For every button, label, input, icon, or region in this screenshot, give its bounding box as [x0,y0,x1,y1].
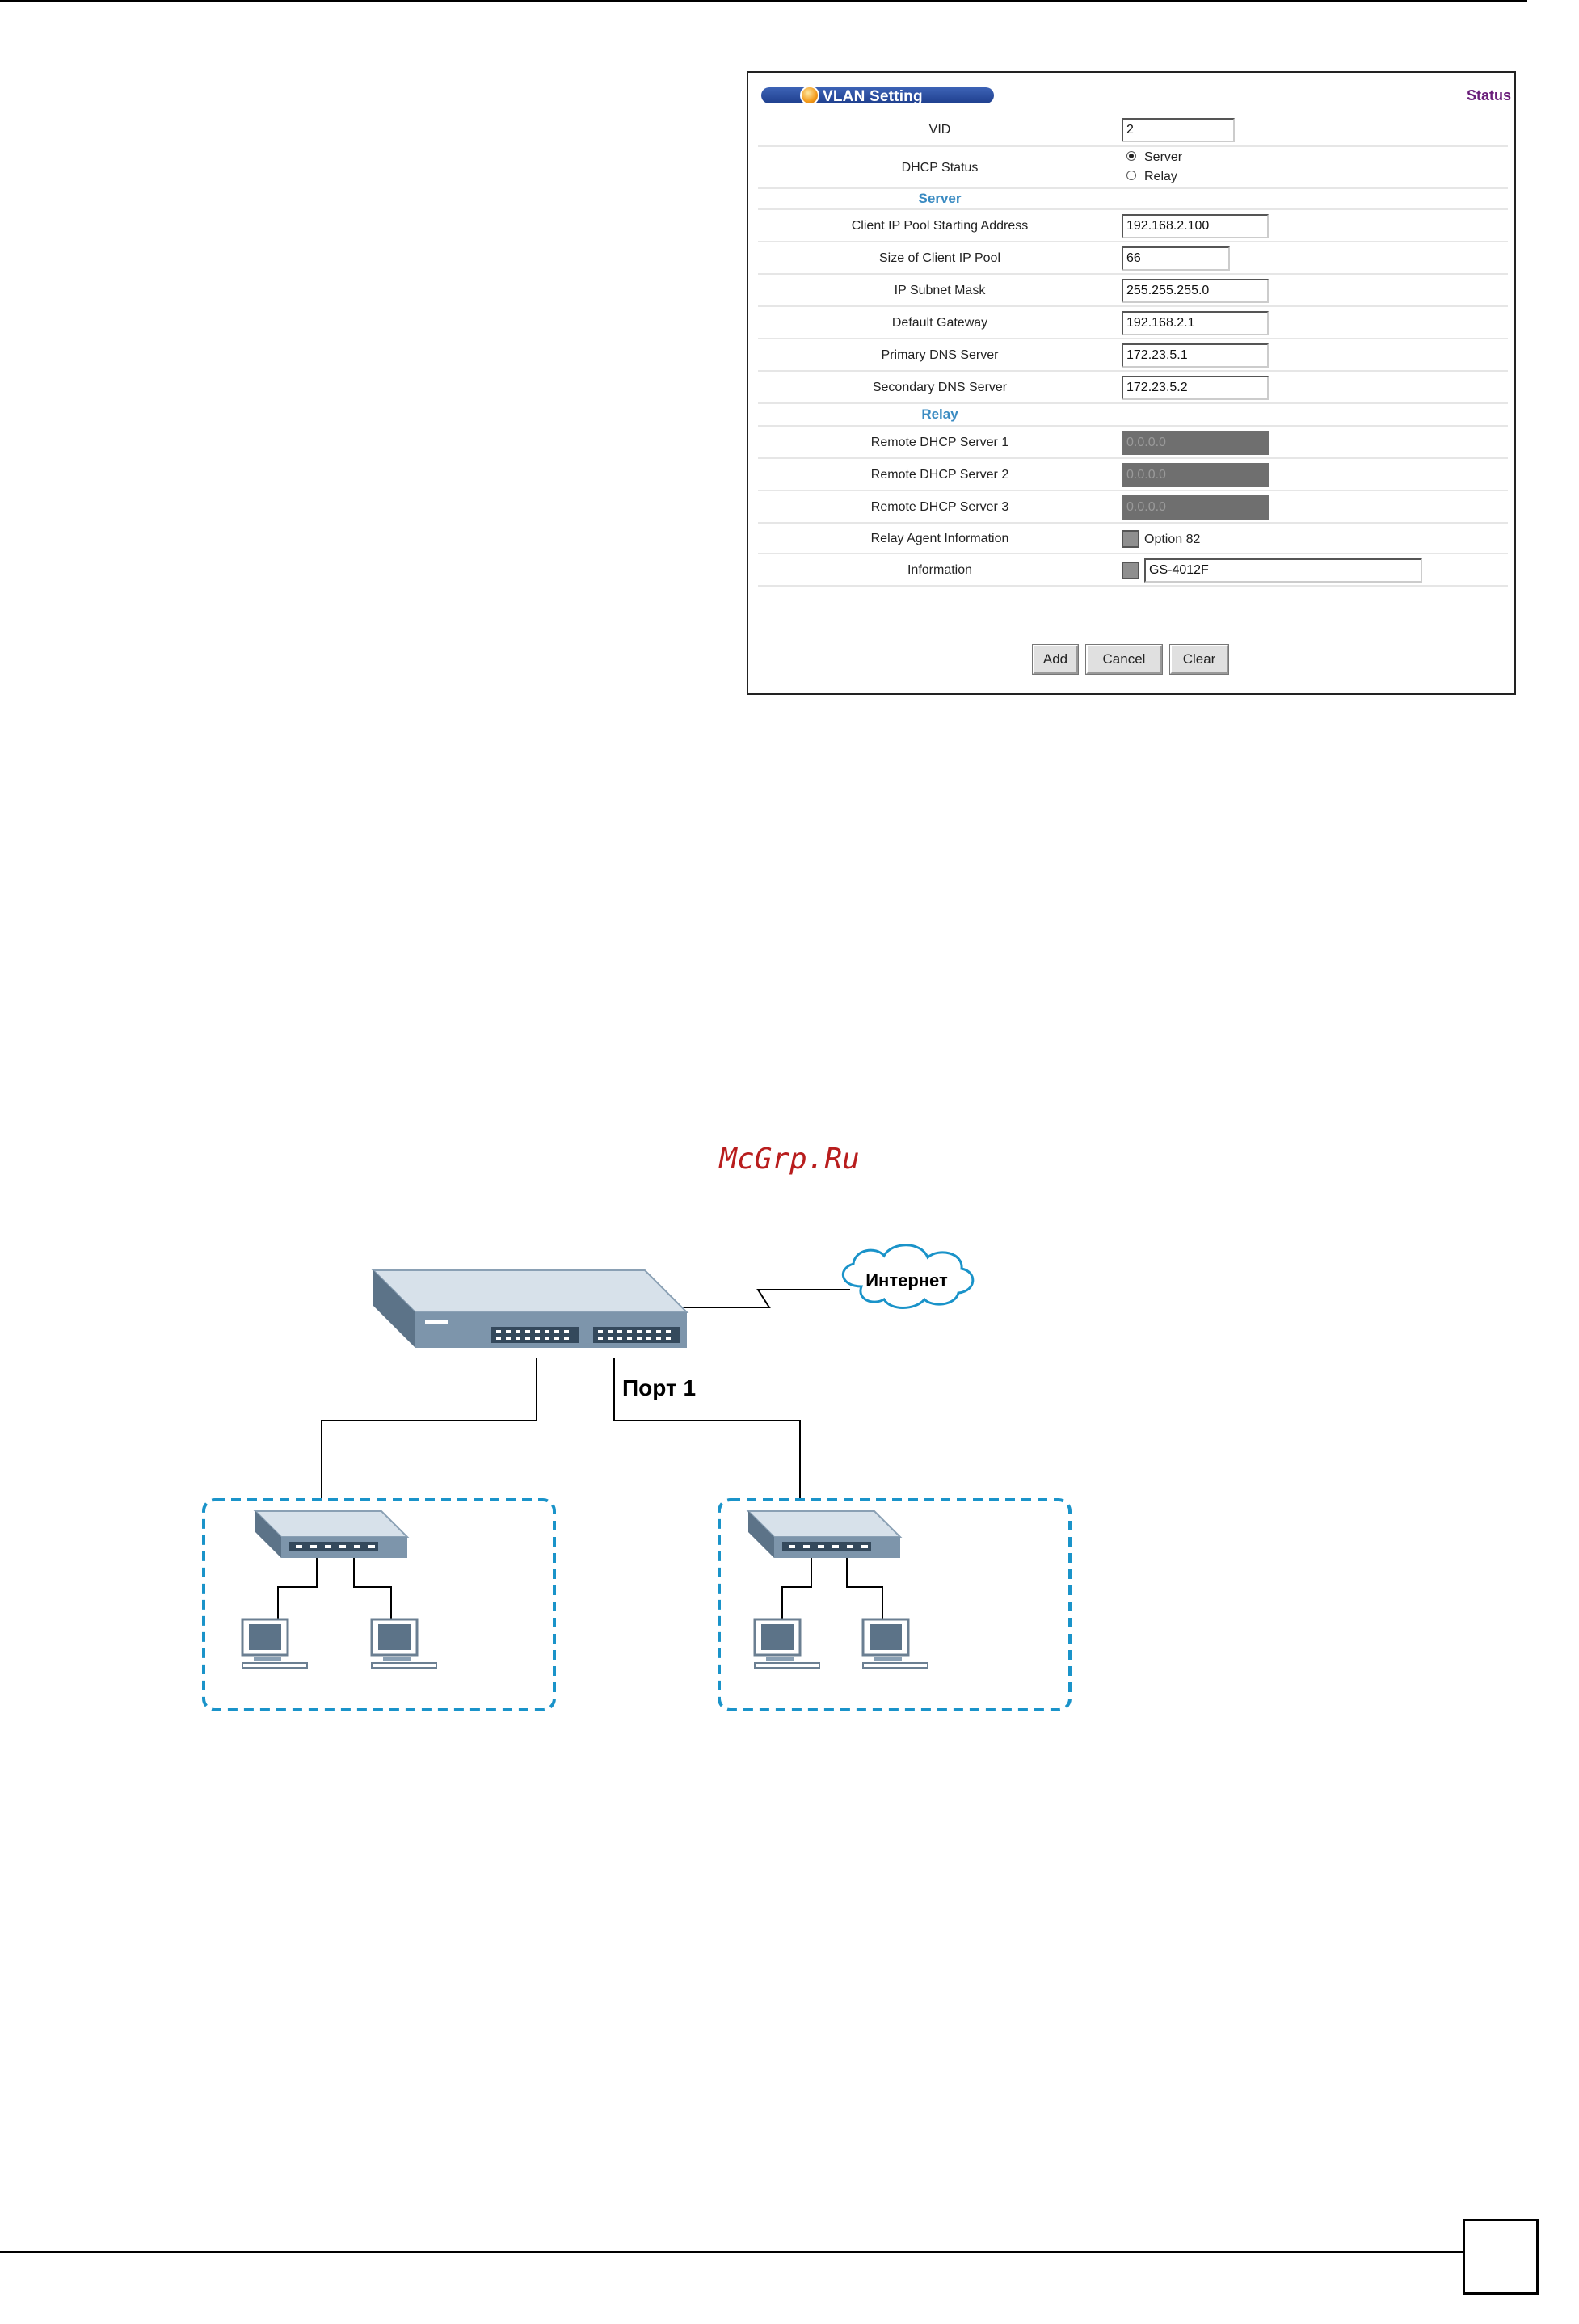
right-uplink [613,1358,801,1500]
row-server-heading: Server [758,189,1508,210]
remote-server-2-label: Remote DHCP Server 2 [870,468,1009,482]
remote-server-3-input[interactable] [1122,495,1269,520]
vid-label: VID [928,123,951,137]
remote-server-1-input[interactable] [1122,431,1269,455]
row-relay-agent: Relay Agent Information Option 82 [758,524,1508,554]
page-number-box [1463,2219,1539,2295]
remote-server-2-input[interactable] [1122,463,1269,487]
orb-icon [800,86,819,105]
row-remote-server-1: Remote DHCP Server 1 [758,427,1508,459]
row-primary-dns: Primary DNS Server [758,339,1508,372]
radio-relay[interactable]: Relay [1126,170,1177,184]
internet-label: Интернет [865,1270,948,1290]
default-gateway-label: Default Gateway [891,316,988,330]
dhcp-status-label: DHCP Status [901,161,979,175]
row-dhcp-status: DHCP Status Server Relay [758,147,1508,189]
cancel-button[interactable]: Cancel [1085,644,1163,675]
relay-agent-label: Relay Agent Information [870,532,1009,545]
vlan-setting-panel: VLAN Setting Status VID DHCP Status Serv… [747,71,1516,695]
row-pool-size: Size of Client IP Pool [758,242,1508,275]
radio-server-dot[interactable] [1126,150,1136,161]
port-label: Порт 1 [622,1375,697,1400]
left-switch-icon [253,1510,410,1558]
row-subnet-mask: IP Subnet Mask [758,275,1508,307]
row-remote-server-3: Remote DHCP Server 3 [758,491,1508,524]
diagram-links [321,1289,850,1500]
vid-input[interactable] [1122,118,1235,142]
option82-checkbox[interactable] [1122,530,1139,548]
radio-relay-dot[interactable] [1126,170,1136,180]
remote-server-3-label: Remote DHCP Server 3 [870,500,1009,514]
information-input[interactable] [1144,558,1422,583]
panel-header: VLAN Setting Status [753,86,1511,108]
information-label: Information [907,563,973,577]
subnet-mask-input[interactable] [1122,279,1269,303]
pool-start-input[interactable] [1122,214,1269,238]
row-remote-server-2: Remote DHCP Server 2 [758,459,1508,491]
diagram-svg: Интернет [202,1244,1072,1711]
pc-icon-2 [370,1618,437,1669]
bottom-rule [0,2251,1469,2253]
network-diagram: Интернет [0,1212,1579,1729]
main-switch-icon [371,1269,689,1348]
pc-icon-4 [861,1618,928,1669]
subnet-mask-label: IP Subnet Mask [894,284,986,297]
internet-cloud-icon [841,1244,975,1309]
right-switch-icon [746,1510,903,1558]
information-checkbox[interactable] [1122,562,1139,579]
remote-server-1-label: Remote DHCP Server 1 [870,436,1009,449]
secondary-dns-input[interactable] [1122,376,1269,400]
pool-size-input[interactable] [1122,246,1230,271]
pool-size-label: Size of Client IP Pool [878,251,1000,265]
option82-label: Option 82 [1144,533,1201,546]
pc-icon-1 [241,1618,308,1669]
pc-links [277,1558,883,1619]
title-bar: VLAN Setting [761,86,994,105]
internet-link [677,1289,850,1308]
left-uplink [321,1358,537,1500]
secondary-dns-label: Secondary DNS Server [872,381,1008,394]
panel-title: VLAN Setting [823,88,923,105]
row-default-gateway: Default Gateway [758,307,1508,339]
vlan-group-left [202,1498,556,1711]
top-rule [0,0,1527,2]
row-secondary-dns: Secondary DNS Server [758,372,1508,404]
default-gateway-input[interactable] [1122,311,1269,335]
radio-server[interactable]: Server [1126,150,1182,165]
watermark: McGrp.Ru [719,1143,860,1176]
row-relay-heading: Relay [758,404,1508,427]
row-pool-start: Client IP Pool Starting Address [758,210,1508,242]
primary-dns-label: Primary DNS Server [881,348,999,362]
pc-icon-3 [753,1618,820,1669]
row-vid: VID [758,115,1508,147]
relay-heading: Relay [921,406,958,422]
vlan-group-right [718,1498,1072,1711]
radio-relay-label: Relay [1144,170,1177,183]
clear-button[interactable]: Clear [1169,644,1229,675]
primary-dns-input[interactable] [1122,343,1269,368]
row-information: Information [758,554,1508,587]
add-button[interactable]: Add [1032,644,1079,675]
status-link[interactable]: Status [1466,87,1511,103]
server-heading: Server [918,191,962,206]
radio-server-label: Server [1144,150,1183,164]
pool-start-label: Client IP Pool Starting Address [851,219,1029,233]
